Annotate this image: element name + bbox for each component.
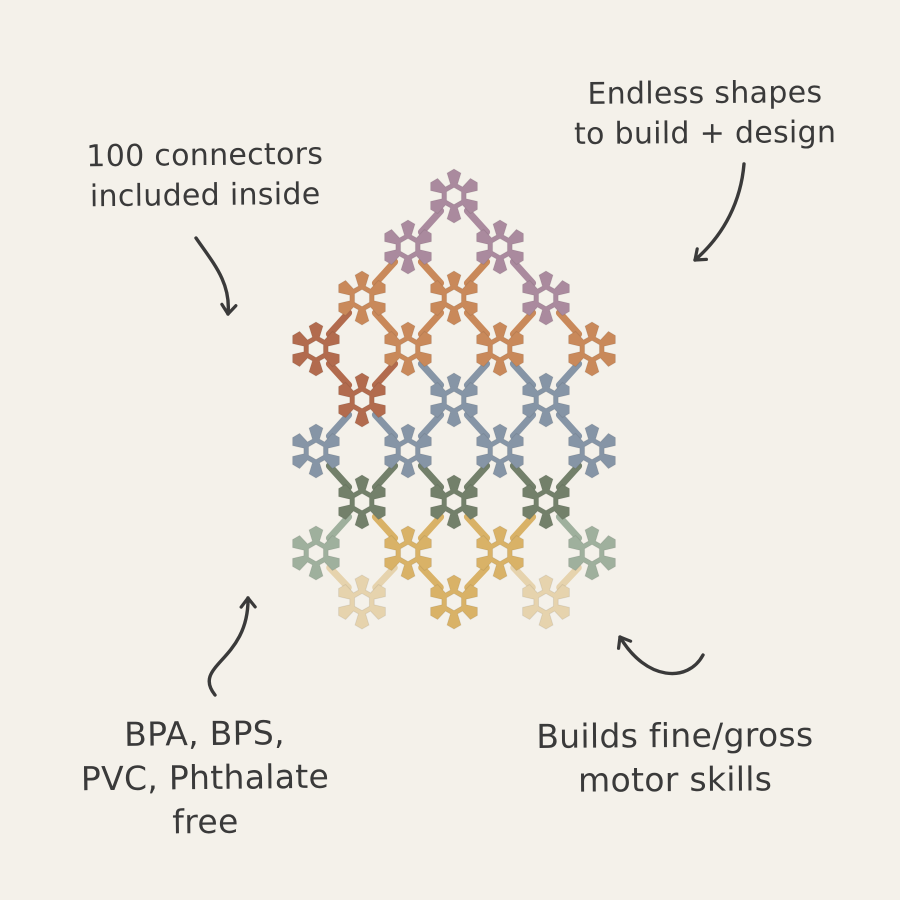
hex-connector [338, 574, 386, 630]
connector-stick [510, 564, 536, 591]
connector-stick [463, 207, 491, 236]
connector-stick [463, 258, 491, 287]
connector-stick [555, 309, 583, 338]
connector-stick [371, 462, 399, 491]
connector-stick [325, 462, 353, 491]
hex-connector [430, 474, 478, 530]
connector-stick [509, 258, 537, 287]
connector-stick [463, 513, 491, 542]
arrow-bottom-right [616, 635, 705, 676]
hex-connector [522, 574, 570, 630]
connector-stick [555, 462, 583, 491]
hex-connector [568, 525, 616, 581]
connector-stick [463, 360, 491, 389]
connector-stick [325, 411, 353, 440]
connector-stick [418, 564, 444, 591]
annotation-line: Endless shapes [587, 75, 823, 112]
hex-connector [430, 168, 478, 224]
connector-stick [417, 513, 445, 542]
connector-stick [417, 411, 445, 440]
annotation-line: included inside [89, 176, 321, 215]
arrow-top-left [194, 236, 238, 316]
connector-stick [325, 360, 353, 389]
connector-stick [326, 564, 352, 591]
toy-structure [292, 168, 616, 630]
hex-connector [522, 270, 570, 326]
hex-connector [338, 372, 386, 428]
hex-connector [338, 270, 386, 326]
hex-connector [568, 321, 616, 377]
connector-stick [463, 411, 491, 440]
connector-stick [555, 360, 583, 389]
hex-connector [292, 423, 340, 479]
connector-stick [417, 360, 445, 389]
hex-connector [384, 219, 432, 275]
hex-connector [476, 423, 524, 479]
hex-connector [384, 525, 432, 581]
hex-connector [292, 321, 340, 377]
annotation-line: free [172, 802, 239, 842]
connector-stick [556, 564, 582, 591]
hex-connector [430, 270, 478, 326]
hex-connector [476, 321, 524, 377]
annotation-line: to build + design [573, 115, 837, 153]
hex-connector [568, 423, 616, 479]
annotation-line: motor skills [577, 759, 773, 800]
annotation-motor-skills: Builds fine/gross motor skills [485, 713, 866, 804]
hex-connector [338, 474, 386, 530]
connector-stick [463, 462, 491, 491]
connector-stick [325, 309, 353, 338]
connector-stick [371, 309, 399, 338]
annotation-endless-shapes: Endless shapes to build + design [540, 73, 871, 156]
annotation-connectors-count: 100 connectors included inside [55, 134, 356, 218]
connector-stick [325, 513, 353, 542]
connector-stick [509, 360, 537, 389]
hex-connector [476, 219, 524, 275]
connector-stick [509, 411, 537, 440]
connector-stick [372, 564, 398, 591]
connector-stick [509, 309, 537, 338]
connector-stick [463, 309, 491, 338]
connector-stick [555, 513, 583, 542]
connector-stick [417, 462, 445, 491]
hex-connector [384, 423, 432, 479]
connector-stick [417, 309, 445, 338]
hex-connector [522, 474, 570, 530]
connector-stick [371, 258, 399, 287]
connector-stick [417, 207, 445, 236]
connector-stick [509, 462, 537, 491]
hex-connector [430, 574, 478, 630]
connector-stick [371, 411, 399, 440]
annotation-line: BPA, BPS, [123, 713, 286, 754]
connector-stick [417, 258, 445, 287]
connector-stick [509, 513, 537, 542]
hex-connector [430, 372, 478, 428]
hex-connector [476, 525, 524, 581]
annotation-line: 100 connectors [86, 136, 324, 175]
connector-stick [371, 513, 399, 542]
connector-stick [464, 564, 490, 591]
annotation-material-safety: BPA, BPS, PVC, Phthalate free [49, 710, 360, 846]
hex-connector [522, 372, 570, 428]
hex-connector [384, 321, 432, 377]
connector-stick [371, 360, 399, 389]
annotation-line: Builds fine/gross [536, 715, 814, 756]
arrow-bottom-left [207, 596, 257, 697]
callout-arrows [194, 162, 746, 697]
annotation-line: PVC, Phthalate [80, 756, 330, 799]
hex-connector [292, 525, 340, 581]
arrow-top-right [693, 162, 746, 262]
connector-stick [555, 411, 583, 440]
